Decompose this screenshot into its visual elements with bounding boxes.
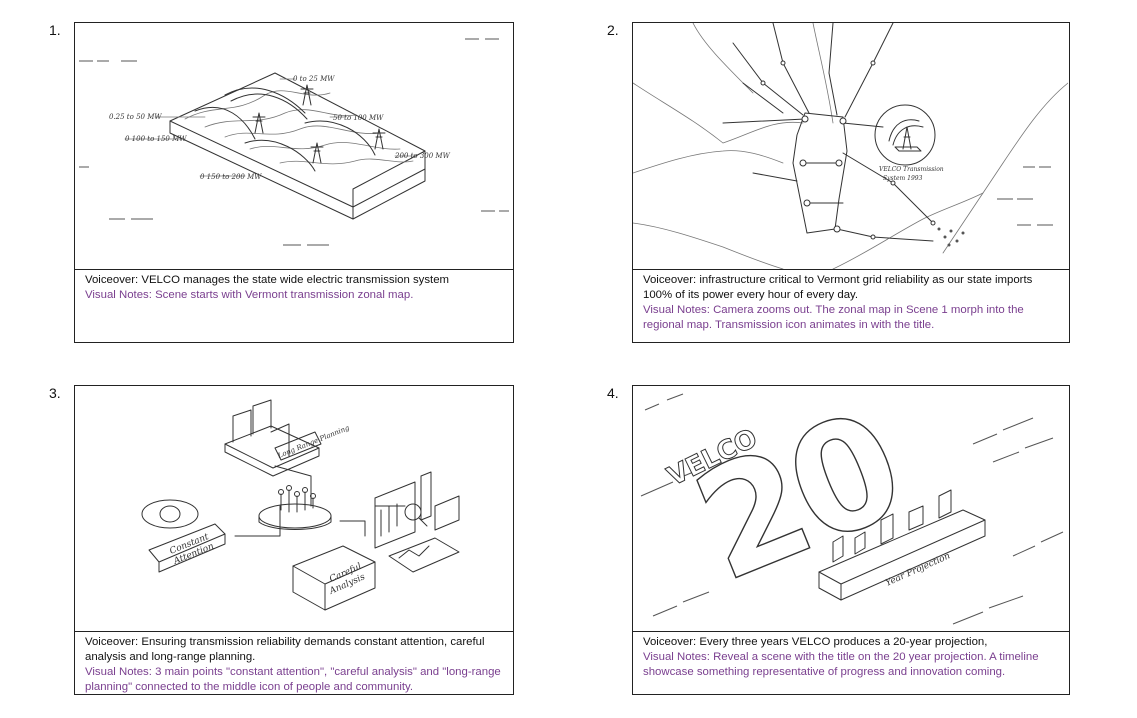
panel-number-2: 2. — [607, 22, 619, 38]
visual-notes-text: Visual Notes: Scene starts with Vermont … — [85, 289, 414, 301]
caption-2: Voiceover: infrastructure critical to Ve… — [643, 273, 1061, 333]
panel-number-1: 1. — [49, 22, 61, 38]
caption-4: Voiceover: Every three years VELCO produ… — [643, 635, 1061, 680]
storyboard-panel-3: Long Range Planning Constant Attention — [74, 385, 514, 695]
storyboard-panel-1: 0 to 25 MW 0.25 to 50 MW 50 to 100 MW 0 … — [74, 22, 514, 343]
visual-notes-text: Visual Notes: Camera zooms out. The zona… — [643, 304, 1024, 331]
storyboard-panel-4: VELCO 20 Year Projection Voiceover: Ever… — [632, 385, 1070, 695]
zone-label-4: 0 100 to 150 MW — [125, 135, 187, 143]
caption-3: Voiceover: Ensuring transmission reliabi… — [85, 635, 505, 695]
zone-label-6: 0 150 to 200 MW — [200, 173, 262, 181]
zone-label-2: 0.25 to 50 MW — [109, 113, 162, 121]
label-long-range-planning: Long Range Planning — [276, 424, 351, 461]
caption-1: Voiceover: VELCO manages the state wide … — [85, 273, 505, 303]
voiceover-text: Voiceover: VELCO manages the state wide … — [85, 274, 450, 286]
storyboard-panel-2: VELCO Transmission System 1993 Voiceover… — [632, 22, 1070, 343]
visual-notes-text: Visual Notes: Reveal a scene with the ti… — [643, 651, 1039, 678]
voiceover-text: Voiceover: infrastructure critical to Ve… — [643, 274, 1033, 301]
panel-number-4: 4. — [607, 385, 619, 401]
voiceover-text: Voiceover: Ensuring transmission reliabi… — [85, 636, 485, 663]
sketch-three-points: Long Range Planning Constant Attention — [75, 386, 513, 632]
sketch-20-year-projection: VELCO 20 Year Projection — [633, 386, 1069, 632]
zone-label-5: 200 to 300 MW — [394, 152, 451, 160]
visual-notes-text: Visual Notes: 3 main points "constant at… — [85, 666, 501, 693]
sketch-regional-map: VELCO Transmission System 1993 — [633, 23, 1069, 270]
voiceover-text: Voiceover: Every three years VELCO produ… — [643, 636, 988, 648]
zone-label-3: 50 to 100 MW — [333, 114, 384, 122]
panel-number-3: 3. — [49, 385, 61, 401]
map-title-line-1: VELCO Transmission — [879, 166, 944, 173]
map-title-line-2: System 1993 — [883, 175, 923, 182]
zone-label-1: 0 to 25 MW — [293, 75, 335, 83]
sketch-zonal-map: 0 to 25 MW 0.25 to 50 MW 50 to 100 MW 0 … — [75, 23, 513, 270]
